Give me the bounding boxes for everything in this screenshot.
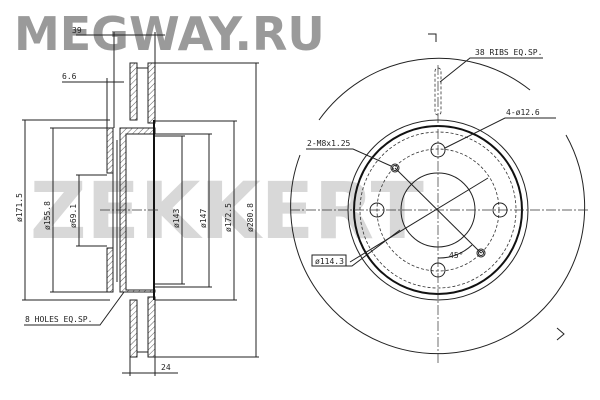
dim-dia-147: ø147: [199, 209, 208, 228]
dim-dia-171-5: ø171.5: [15, 193, 24, 222]
angle-label: 45°: [449, 251, 463, 260]
dim-dia-155-8: ø155.8: [43, 201, 52, 230]
megway-watermark: MEGWAY.RU: [14, 7, 325, 61]
front-view: 45° 38 RIBS EQ.SP. 4-ø12.6 2-M8x1.25 ø11…: [290, 33, 590, 365]
dim-dia-69-1: ø69.1: [69, 204, 78, 228]
bolt-holes: [369, 142, 508, 278]
bolt-circle-label: ø114.3: [315, 257, 344, 266]
note-8-holes: 8 HOLES EQ.SP.: [25, 315, 92, 324]
dim-dia-143: ø143: [172, 209, 181, 228]
dim-width: 24: [161, 363, 171, 372]
section-marker-right: [556, 327, 565, 341]
note-ribs: 38 RIBS EQ.SP.: [475, 48, 542, 57]
dim-dia-280-8: ø280.8: [246, 203, 255, 232]
dim-hat-thickness: 6.6: [62, 72, 77, 81]
note-bolt-holes: 4-ø12.6: [506, 108, 540, 117]
dim-offset: 39: [72, 26, 82, 35]
dim-dia-172-5: ø172.5: [224, 203, 233, 232]
note-threads: 2-M8x1.25: [307, 139, 351, 148]
section-marker-top: [428, 33, 437, 42]
side-section-view: 39 6.6 ø171.5 ø155.8 ø69.1 ø143 ø147 ø17…: [15, 26, 259, 376]
